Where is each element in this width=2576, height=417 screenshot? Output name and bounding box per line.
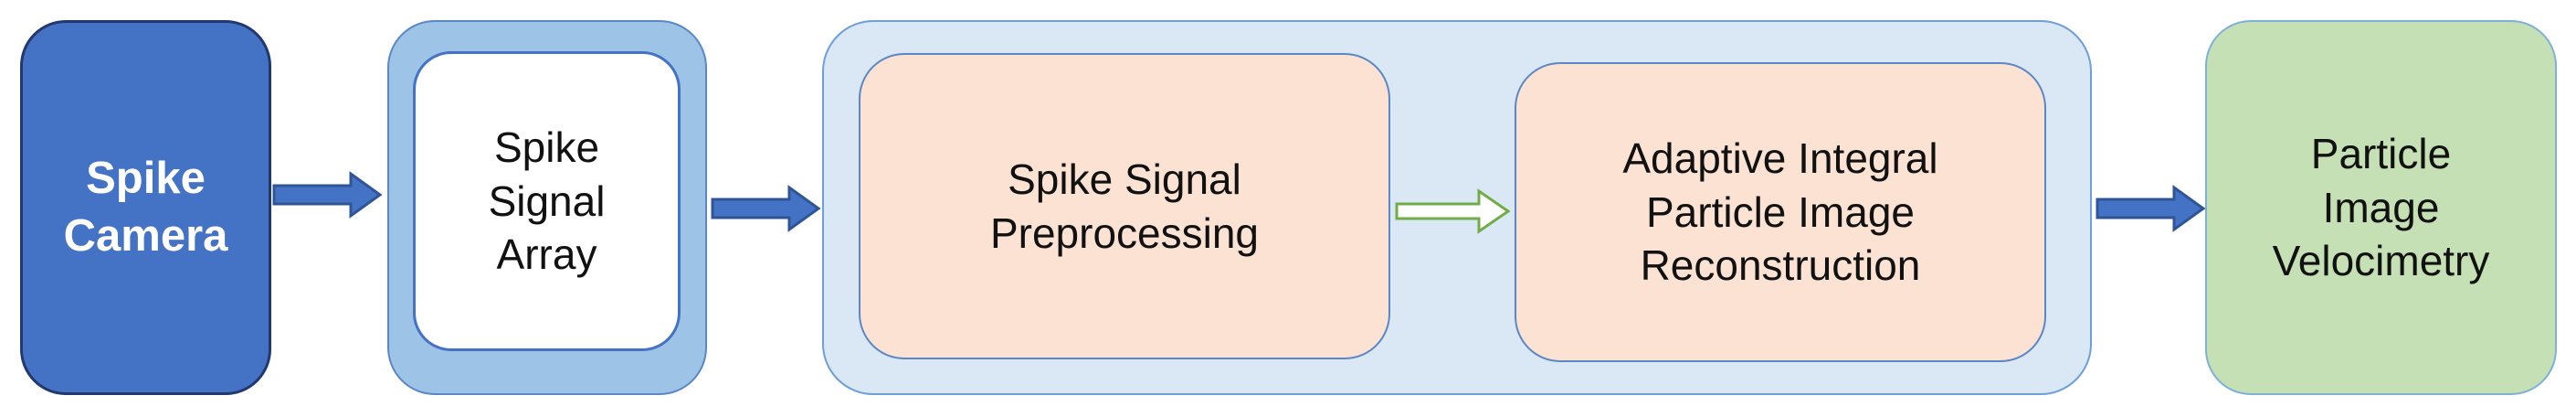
arrow-preprocessing-to-reconstruction xyxy=(1395,188,1511,234)
piv-node: Particle Image Velocimetry xyxy=(2205,20,2557,395)
arrow-reconstruction-to-piv xyxy=(2096,185,2206,232)
reconstruction-label: Adaptive Integral Particle Image Reconst… xyxy=(1622,134,1938,290)
preprocessing-label: Spike Signal Preprocessing xyxy=(989,155,1260,257)
spike-signal-array-label: Spike Signal Array xyxy=(488,123,606,279)
preprocessing-node: Spike Signal Preprocessing xyxy=(859,53,1390,359)
arrow-array-to-preprocessing xyxy=(711,185,821,232)
spike-camera-node: Spike Camera xyxy=(20,20,271,395)
arrow-camera-to-array xyxy=(272,171,383,219)
spike-camera-label: Spike Camera xyxy=(63,154,228,261)
spike-signal-array-node: Spike Signal Array xyxy=(413,51,681,351)
reconstruction-node: Adaptive Integral Particle Image Reconst… xyxy=(1515,62,2046,362)
piv-label: Particle Image Velocimetry xyxy=(2272,129,2490,285)
